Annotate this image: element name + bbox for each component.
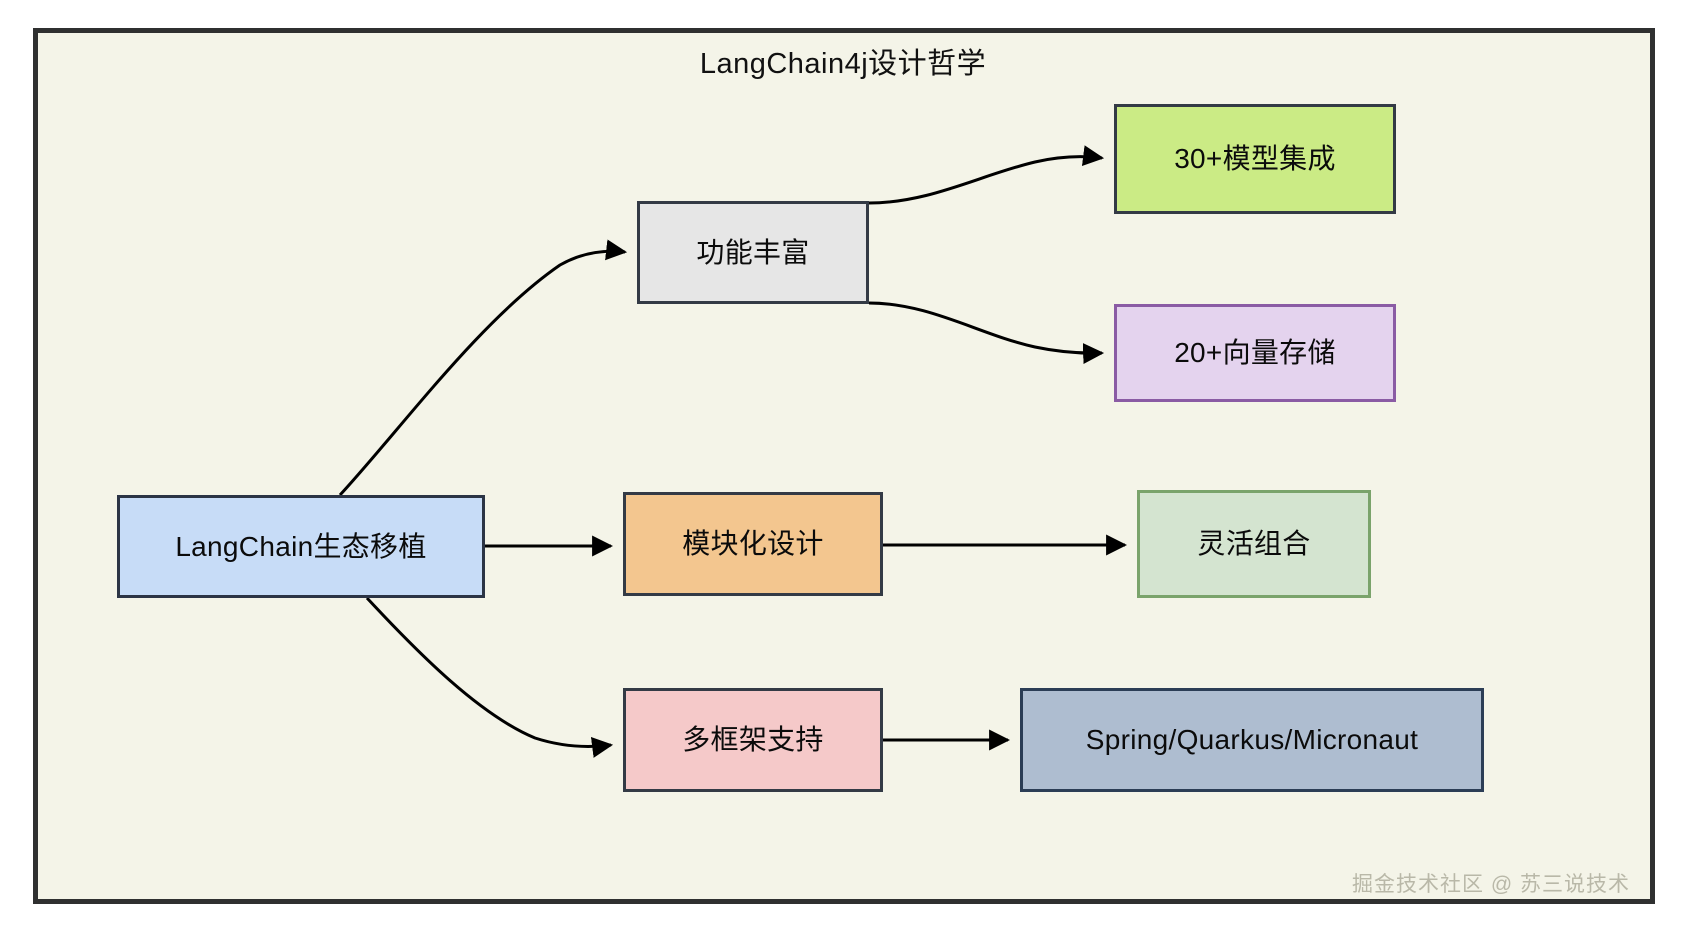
node-modular-design-label: 模块化设计 [682,528,824,560]
node-root[interactable]: LangChain生态移植 [117,495,485,598]
node-models-label: 30+模型集成 [1174,143,1336,175]
watermark: 掘金技术社区 @ 苏三说技术 [1352,873,1630,896]
node-frameworks-list[interactable]: Spring/Quarkus/Micronaut [1020,688,1484,792]
node-flexible-composition[interactable]: 灵活组合 [1137,490,1371,598]
node-root-label: LangChain生态移植 [175,530,427,562]
node-multi-framework-label: 多框架支持 [682,724,824,756]
node-models[interactable]: 30+模型集成 [1114,104,1396,214]
node-flexible-composition-label: 灵活组合 [1197,528,1311,560]
node-vector-stores[interactable]: 20+向量存储 [1114,304,1396,402]
diagram-title: LangChain4j设计哲学 [699,48,987,80]
node-vector-stores-label: 20+向量存储 [1174,337,1336,369]
node-rich-features[interactable]: 功能丰富 [637,201,869,304]
node-rich-features-label: 功能丰富 [696,236,810,268]
node-frameworks-list-label: Spring/Quarkus/Micronaut [1085,724,1419,756]
node-multi-framework[interactable]: 多框架支持 [623,688,883,792]
node-modular-design[interactable]: 模块化设计 [623,492,883,596]
